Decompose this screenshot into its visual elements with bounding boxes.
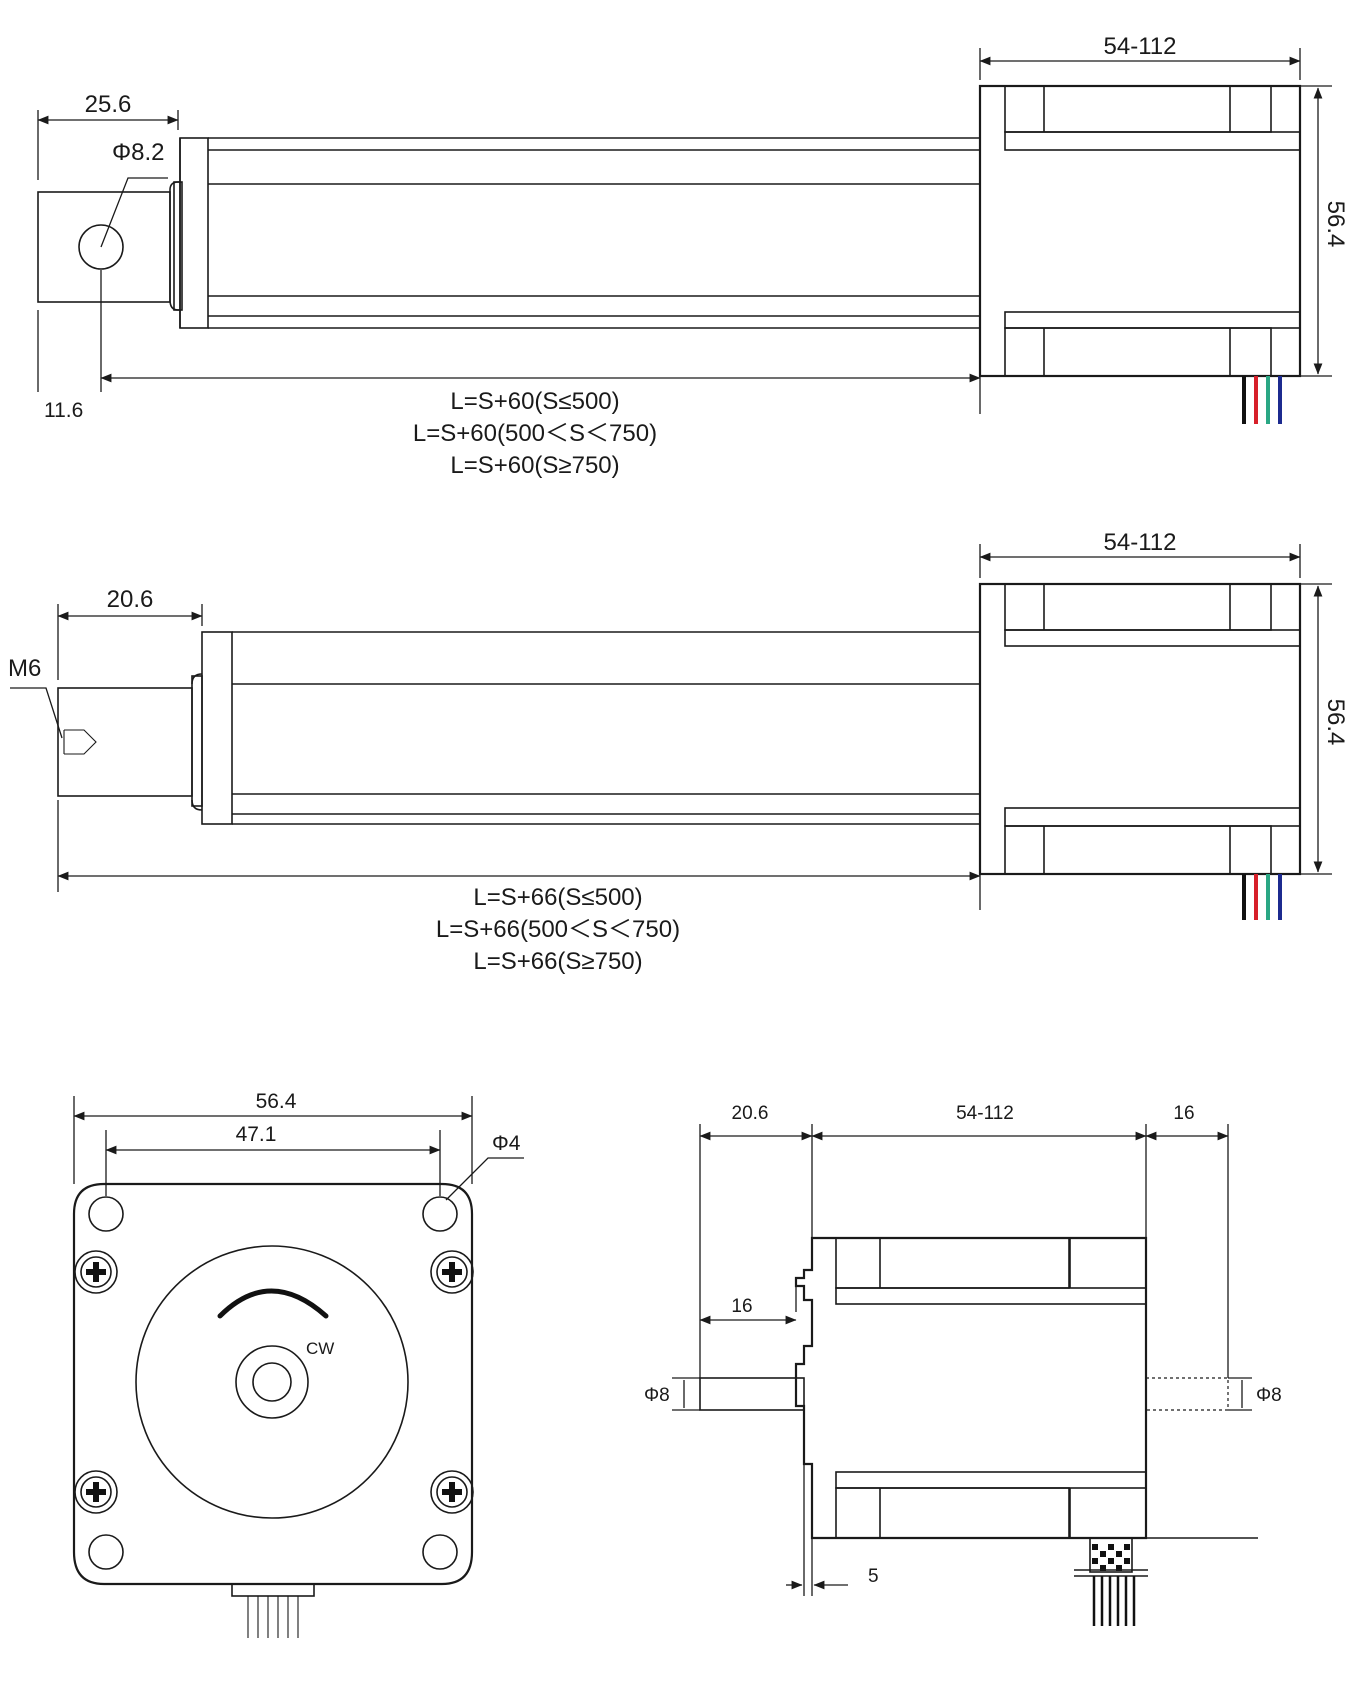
dim-width: 56.4	[73, 1090, 473, 1184]
dim-shaft-length: 25.6	[37, 91, 179, 180]
dim-thread: M6	[8, 655, 63, 739]
dim-hole-label: Φ8.2	[112, 139, 165, 166]
dim-shaft-label: 25.6	[85, 91, 132, 118]
screw-icon	[430, 1470, 474, 1514]
lead-wires	[1242, 376, 1282, 424]
length-formula-1: L=S+60(S≤500)	[450, 388, 619, 415]
dim-motor-length-label: 54-112	[1104, 33, 1177, 60]
end-cap	[169, 137, 209, 329]
dim-shaft-flat-label: 16	[731, 1296, 752, 1317]
dim-motor-length: 54-112	[811, 1103, 1147, 1238]
dim-motor-height-label: 56.4	[1322, 201, 1349, 248]
dim-boss: 5	[786, 1464, 879, 1596]
length-formula-2: L=S+60(500＜S＜750)	[413, 420, 657, 447]
dim-motor-length: 54-112	[979, 529, 1301, 578]
rod-end-thread	[57, 687, 193, 797]
length-formula-3: L=S+66(S≥750)	[473, 948, 642, 975]
length-formula-3: L=S+60(S≥750)	[450, 452, 619, 479]
front-shaft	[699, 1377, 805, 1411]
dim-thread-label: M6	[8, 655, 41, 682]
dim-motor-height: 56.4	[1300, 85, 1349, 377]
dim-boss-label: 5	[868, 1566, 879, 1587]
rod-end	[37, 191, 171, 303]
length-formula-1: L=S+66(S≤500)	[473, 884, 642, 911]
rotation-direction: CW	[217, 1288, 334, 1358]
length-formula-2: L=S+66(500＜S＜750)	[436, 916, 680, 943]
dim-hole-label: Φ4	[492, 1132, 521, 1155]
dim-offset-label: 11.6	[44, 399, 83, 422]
dim-shaft-length: 20.6	[699, 1103, 813, 1378]
screw-icon	[430, 1250, 474, 1294]
end-cap	[191, 631, 233, 825]
dim-hole-diameter: Φ4	[445, 1132, 524, 1201]
motor-body	[794, 1236, 1258, 1540]
connector-block	[1074, 1537, 1148, 1626]
flange-circle	[135, 1245, 409, 1519]
actuator-view-thread-end: 20.6 M6 L=S+66(S≤500) L=S+66(500＜S＜750) …	[8, 529, 1349, 975]
dim-overall-length: 11.6 L=S+60(S≤500) L=S+60(500＜S＜750) L=S…	[37, 270, 981, 479]
dim-rear-shaft: 16	[1145, 1103, 1229, 1378]
screws	[74, 1250, 474, 1514]
dim-front-shaft-dia: Φ8	[644, 1377, 700, 1411]
dim-motor-height-label: 56.4	[1322, 699, 1349, 746]
dim-hole-spacing-label: 47.1	[236, 1123, 277, 1146]
motor-front-view: CW 56.4 47.1 Φ4	[72, 1090, 524, 1638]
dim-motor-height: 56.4	[1300, 583, 1349, 875]
screw-icon	[74, 1250, 118, 1294]
dim-rear-shaft-dia: Φ8	[1228, 1377, 1282, 1411]
dim-shaft-label: 20.6	[107, 586, 154, 613]
motor-side-view: 20.6 54-112 16 16 Φ8 Φ8	[644, 1103, 1282, 1626]
screw-icon	[74, 1470, 118, 1514]
dim-rear-shaft-dia-label: Φ8	[1256, 1385, 1282, 1406]
dim-motor-length: 54-112	[979, 33, 1301, 80]
dim-shaft-length: 20.6	[57, 586, 203, 680]
dim-width-label: 56.4	[256, 1090, 297, 1113]
dim-hole-spacing: 47.1	[105, 1123, 441, 1196]
dim-front-shaft-dia-label: Φ8	[644, 1385, 670, 1406]
dim-motor-length-label: 54-112	[1104, 529, 1177, 556]
dim-shaft-flat: 16	[699, 1286, 797, 1325]
dim-shaft-label: 20.6	[732, 1103, 769, 1124]
dim-overall-length: L=S+66(S≤500) L=S+66(500＜S＜750) L=S+66(S…	[57, 800, 981, 975]
mounting-holes	[88, 1196, 458, 1570]
dim-motor-length-label: 54-112	[956, 1103, 1014, 1124]
lead-wires	[1242, 874, 1282, 920]
rear-shaft	[1145, 1377, 1229, 1411]
actuator-view-hole-end: 25.6 Φ8.2 11.6 L=S+60(S≤500) L=S+60(500＜…	[37, 33, 1349, 479]
dim-rear-shaft-label: 16	[1173, 1103, 1194, 1124]
motor-body	[978, 84, 1302, 378]
dim-hole-diameter: Φ8.2	[100, 139, 168, 248]
rotation-label: CW	[306, 1339, 334, 1358]
tube-body	[208, 137, 980, 329]
tube-body	[232, 631, 980, 825]
connector	[231, 1583, 315, 1638]
motor-body	[978, 582, 1302, 876]
